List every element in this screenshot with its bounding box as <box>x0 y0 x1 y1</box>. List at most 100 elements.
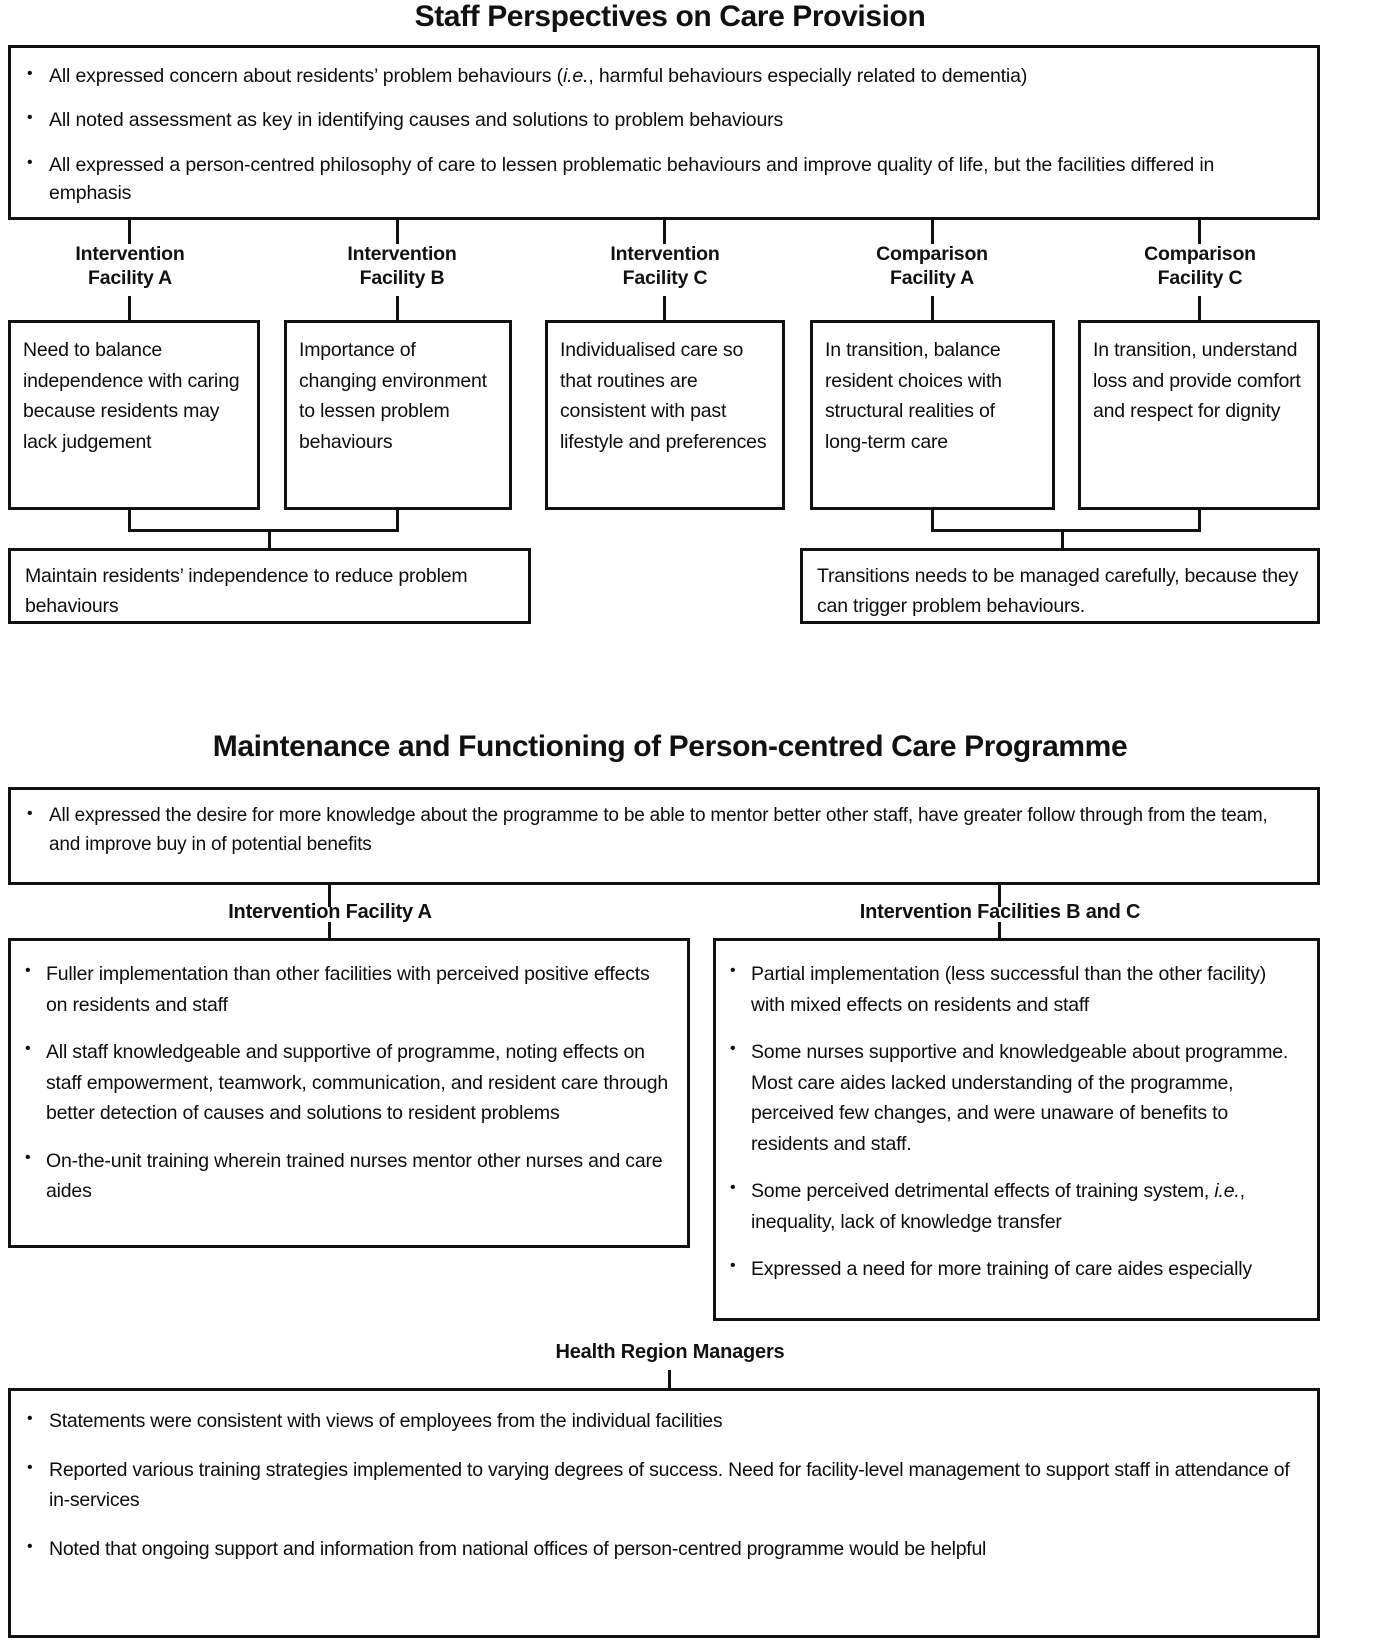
bullet-text: All expressed a person-centred philosoph… <box>49 153 1215 204</box>
bullet-item: • Fuller implementation than other facil… <box>25 959 671 1020</box>
connector-line <box>931 296 934 322</box>
summary-text: Maintain residents’ independence to redu… <box>25 565 468 617</box>
box-intervention-facility-a: • Fuller implementation than other facil… <box>8 938 690 1248</box>
bullet-item: • Noted that ongoing support and informa… <box>27 1535 1301 1564</box>
summary-text: Transitions needs to be managed carefull… <box>817 565 1299 617</box>
bullet-dot: • <box>730 1179 736 1196</box>
bullet-text: All noted assessment as key in identifyi… <box>49 109 784 132</box>
bullet-item: • Some perceived detrimental effects of … <box>730 1176 1301 1237</box>
connector-line <box>1061 529 1064 551</box>
bullet-dot: • <box>27 65 33 82</box>
summary-box-transitions: Transitions needs to be managed carefull… <box>800 548 1320 624</box>
bullet-text: All expressed concern about residents’ p… <box>49 65 1028 87</box>
bullet-dot: • <box>27 1459 33 1477</box>
facility-box-text: Importance of changing environment to le… <box>299 339 487 453</box>
bullet-text: On-the-unit training wherein trained nur… <box>46 1149 663 1203</box>
heading-line-1: Intervention <box>75 243 185 265</box>
connector-line <box>663 220 666 244</box>
bullet-dot: • <box>730 1257 736 1274</box>
bullet-text: Fuller implementation than other facilit… <box>46 963 650 1016</box>
staff-perspectives-summary-box: • All expressed concern about residents’… <box>8 45 1320 220</box>
facility-box-comparison-c: In transition, understand loss and provi… <box>1078 320 1320 510</box>
bullet-item: • Partial implementation (less successfu… <box>730 959 1301 1020</box>
connector-line <box>1198 296 1201 322</box>
facility-heading-comparison-a: Comparison Facility A <box>812 242 1052 290</box>
bullet-dot: • <box>27 1537 33 1555</box>
bullet-text: All expressed the desire for more knowle… <box>49 805 1268 855</box>
bullet-text: Some nurses supportive and knowledgeable… <box>751 1041 1289 1155</box>
connector-line <box>328 885 331 907</box>
connector-line <box>931 510 934 532</box>
connector-line <box>663 296 666 322</box>
bullet-item: • All expressed concern about residents’… <box>27 62 1301 90</box>
bullet-text: Partial implementation (less successful … <box>751 963 1267 1016</box>
heading-line-1: Comparison <box>876 243 988 265</box>
heading-line-2: Facility C <box>622 267 708 289</box>
facility-box-intervention-a: Need to balance independence with caring… <box>8 320 260 510</box>
connector-line <box>1198 510 1201 532</box>
connector-line <box>396 510 399 532</box>
bullet-dot: • <box>25 1148 31 1166</box>
bullet-dot: • <box>27 1410 33 1427</box>
bullet-item: • All noted assessment as key in identif… <box>27 106 1301 134</box>
bullet-item: • Statements were consistent with views … <box>27 1407 1301 1436</box>
connector-line <box>128 529 399 532</box>
bullet-text: Expressed a need for more training of ca… <box>751 1258 1252 1280</box>
bullet-dot: • <box>25 962 31 979</box>
connector-line <box>396 296 399 322</box>
bullet-text: Some perceived detrimental effects of tr… <box>751 1180 1245 1233</box>
bullet-dot: • <box>730 1040 736 1057</box>
connector-line <box>128 296 131 322</box>
facility-box-text: In transition, balance resident choices … <box>825 339 1002 453</box>
bullet-dot: • <box>25 1040 31 1057</box>
bullet-text: Noted that ongoing support and informati… <box>49 1537 987 1560</box>
facility-box-text: In transition, understand loss and provi… <box>1093 339 1301 422</box>
connector-line <box>931 220 934 244</box>
bullet-text: All staff knowledgeable and supportive o… <box>46 1041 669 1124</box>
box-health-region-managers: • Statements were consistent with views … <box>8 1388 1320 1638</box>
heading-intervention-facility-a: Intervention Facility A <box>228 901 432 923</box>
bullet-item: • All expressed a person-centred philoso… <box>27 151 1301 208</box>
facility-box-intervention-c: Individualised care so that routines are… <box>545 320 785 510</box>
heading-line-1: Comparison <box>1144 243 1256 265</box>
connector-line <box>931 529 1201 532</box>
connector-line <box>998 885 1001 907</box>
bullet-item: • Some nurses supportive and knowledgeab… <box>730 1037 1301 1159</box>
bullet-text: Reported various training strategies imp… <box>49 1459 1290 1511</box>
facility-heading-intervention-a: Intervention Facility A <box>10 242 250 290</box>
facility-heading-comparison-c: Comparison Facility C <box>1080 242 1320 290</box>
bullet-dot: • <box>27 805 33 822</box>
connector-line <box>128 220 131 244</box>
facility-heading-intervention-b: Intervention Facility B <box>282 242 522 290</box>
connector-line <box>328 922 331 940</box>
bullet-item: • Expressed a need for more training of … <box>730 1254 1301 1285</box>
facility-box-text: Individualised care so that routines are… <box>560 339 767 453</box>
connector-line <box>128 510 131 532</box>
connector-line <box>998 922 1001 940</box>
summary-box-maintain-independence: Maintain residents’ independence to redu… <box>8 548 531 624</box>
heading-line-2: Facility B <box>359 267 445 289</box>
heading-health-region-managers: Health Region Managers <box>555 1341 785 1363</box>
heading-line-1: Intervention <box>610 243 720 265</box>
connector-line <box>1198 220 1201 244</box>
bullet-item: • On-the-unit training wherein trained n… <box>25 1146 671 1207</box>
connector-line <box>396 220 399 244</box>
heading-line-2: Facility A <box>88 267 172 289</box>
heading-line-1: Intervention <box>347 243 457 265</box>
section-title-maintenance-functioning: Maintenance and Functioning of Person-ce… <box>212 730 1128 763</box>
bullet-dot: • <box>27 109 33 127</box>
section-title-staff-perspectives: Staff Perspectives on Care Provision <box>414 0 926 33</box>
bullet-text: Statements were consistent with views of… <box>49 1410 723 1432</box>
bullet-dot: • <box>27 153 33 171</box>
connector-line <box>668 1370 671 1390</box>
box-intervention-facilities-b-c: • Partial implementation (less successfu… <box>713 938 1320 1321</box>
heading-line-2: Facility C <box>1157 267 1243 289</box>
facility-box-intervention-b: Importance of changing environment to le… <box>284 320 512 510</box>
connector-line <box>268 529 271 551</box>
bullet-item: • Reported various training strategies i… <box>27 1456 1301 1515</box>
facility-heading-intervention-c: Intervention Facility C <box>545 242 785 290</box>
facility-box-text: Need to balance independence with caring… <box>23 339 240 453</box>
bullet-dot: • <box>730 962 736 979</box>
heading-intervention-facilities-b-c: Intervention Facilities B and C <box>859 901 1141 923</box>
